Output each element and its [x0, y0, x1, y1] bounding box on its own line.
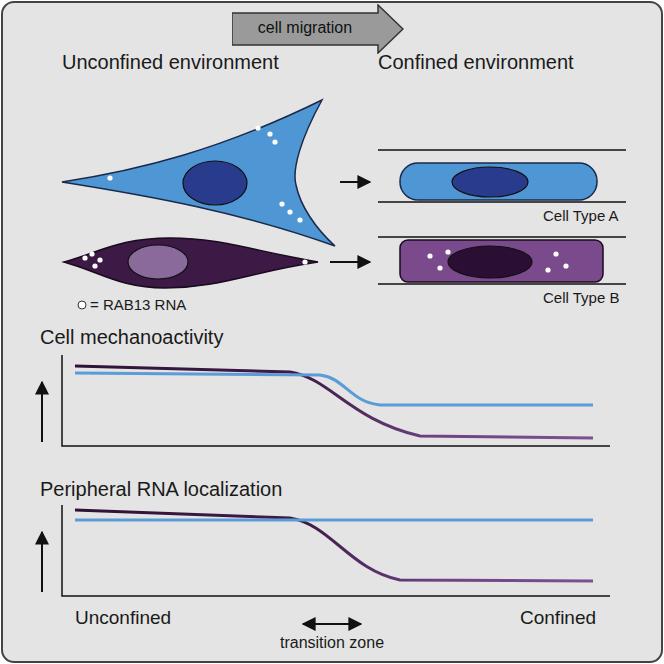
legend-text: = RAB13 RNA	[90, 297, 186, 314]
rna-dot	[82, 255, 87, 260]
rna-dots	[82, 125, 568, 272]
rna-dot	[92, 263, 97, 268]
cell-type-label: Cell Type B	[543, 290, 619, 307]
transition-zone-arrow	[303, 623, 361, 625]
migration-arrow: cell migration	[232, 4, 404, 54]
axis-label: transition zone	[280, 634, 384, 652]
channel-wall	[378, 236, 626, 238]
cell-type-label: Cell Type A	[543, 208, 619, 225]
arrow-label: cell migration	[232, 19, 378, 37]
nucleus	[183, 161, 247, 205]
axis-label: Unconfined	[75, 608, 171, 629]
rna-dot	[427, 253, 432, 258]
nucleus	[452, 167, 528, 197]
chart-axes	[62, 355, 610, 446]
rna-dot	[553, 251, 558, 256]
rna-dot	[97, 257, 102, 262]
rna-dot	[437, 265, 442, 270]
nucleus	[448, 246, 532, 278]
cell-type-a-unconfined	[62, 100, 335, 246]
environment-heading: Confined environment	[378, 51, 574, 73]
cell-type-a-curve	[75, 373, 593, 405]
axis-label: Confined	[520, 608, 596, 629]
cell-type-b-unconfined	[64, 238, 318, 288]
rna-dot	[297, 217, 302, 222]
arrow-outline	[232, 5, 403, 53]
rna-dot	[255, 125, 260, 130]
y-arrow	[41, 532, 43, 592]
rna-symbol	[78, 301, 86, 309]
nucleus	[128, 245, 188, 279]
rna-dot	[89, 251, 94, 256]
rna-dot	[445, 249, 450, 254]
cell-type-a-confined	[400, 163, 597, 200]
rna-dot	[272, 139, 277, 144]
channel-wall	[378, 201, 626, 203]
chart-axes	[62, 505, 610, 596]
rna-dot	[267, 131, 272, 136]
cell-type-b-confined	[400, 240, 603, 282]
channel-wall	[378, 283, 626, 285]
chart-title: Cell mechanoactivity	[40, 326, 223, 348]
rna-dot	[107, 175, 112, 180]
transition-arrow	[330, 261, 370, 263]
cell-type-b-curve	[75, 366, 593, 438]
rna-dot	[302, 259, 307, 264]
transition-arrow	[340, 181, 370, 183]
environment-heading: Unconfined environment	[62, 51, 279, 73]
y-arrow	[41, 382, 43, 442]
channel-wall	[378, 149, 626, 151]
rna-dot	[545, 267, 550, 272]
cell-type-a-curve	[75, 519, 593, 522]
rna-dot	[287, 209, 292, 214]
rna-dot	[563, 263, 568, 268]
chart-title: Peripheral RNA localization	[40, 478, 282, 500]
cell-type-b-curve	[75, 510, 593, 581]
rna-dot	[279, 201, 284, 206]
